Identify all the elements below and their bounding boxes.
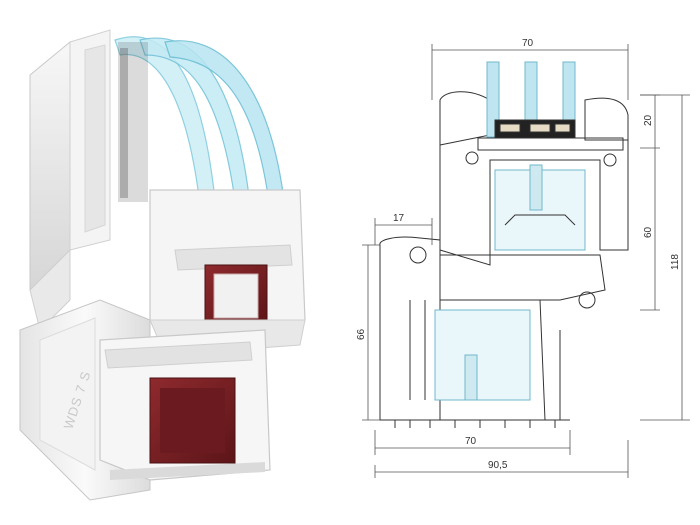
- glass-edge-dark: [118, 42, 148, 202]
- drawing-sash-top-left: [439, 91, 491, 146]
- dim-frame-width: 70: [465, 436, 477, 447]
- drawing-glass-1: [486, 61, 500, 138]
- profile-render: WDS 7 S: [19, 29, 306, 501]
- dim-total-height: 118: [670, 254, 681, 270]
- dimension-lines: [362, 44, 690, 478]
- drawing-frame-chamber: [434, 309, 531, 401]
- drawing-sash-top-right: [584, 97, 629, 141]
- frame-outer-face: [29, 40, 71, 292]
- dim-glass-height: 20: [643, 114, 654, 126]
- glass-sealant: [120, 48, 128, 198]
- dim-total-width: 90,5: [488, 460, 508, 471]
- drawing-frame-body: [440, 254, 606, 301]
- dim-step-width: 17: [393, 213, 405, 224]
- drawing-sash-body: [439, 140, 629, 266]
- technical-drawing: [362, 44, 690, 478]
- frame-stile-inner: [84, 44, 106, 233]
- triple-glazing: [114, 36, 286, 211]
- dimension-labels: 70 20 60 118 17 66 70 90,5: [356, 38, 681, 471]
- frame-front-face: [29, 248, 71, 331]
- dim-frame-height: 66: [356, 328, 367, 340]
- sash-chamber-top: [174, 244, 293, 271]
- dim-top-width: 70: [522, 38, 534, 49]
- frame-sill-face: [39, 317, 96, 471]
- dim-sash-height: 60: [643, 226, 654, 238]
